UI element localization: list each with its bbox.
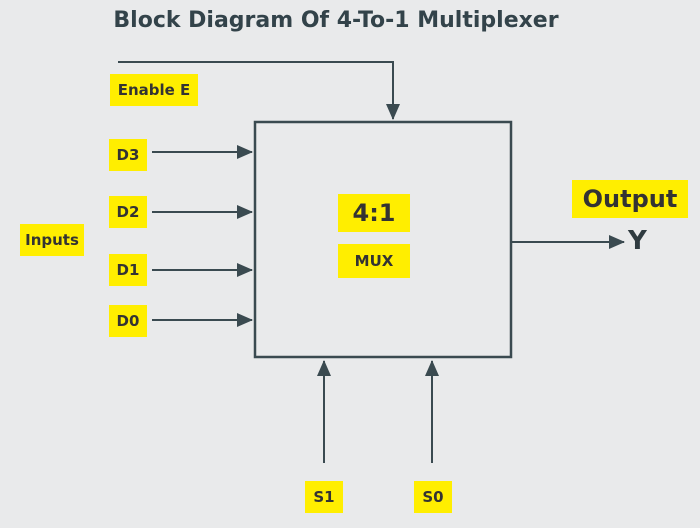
output-label: Output	[572, 180, 688, 218]
s1-label: S1	[305, 481, 343, 513]
d1-label: D1	[109, 254, 147, 286]
mux-ratio-label: 4:1	[338, 194, 410, 232]
enable-label: Enable E	[110, 74, 198, 106]
output-y-label: Y	[628, 226, 647, 256]
mux-block	[253, 120, 513, 359]
enable-line	[118, 61, 400, 120]
d2-label: D2	[109, 196, 147, 228]
d3-label: D3	[109, 139, 147, 171]
inputs-label: Inputs	[20, 224, 84, 256]
diagram-title: Block Diagram Of 4-To-1 Multiplexer	[113, 8, 559, 33]
s0-label: S0	[414, 481, 452, 513]
mux-name-label: MUX	[338, 244, 410, 278]
d0-label: D0	[109, 305, 147, 337]
